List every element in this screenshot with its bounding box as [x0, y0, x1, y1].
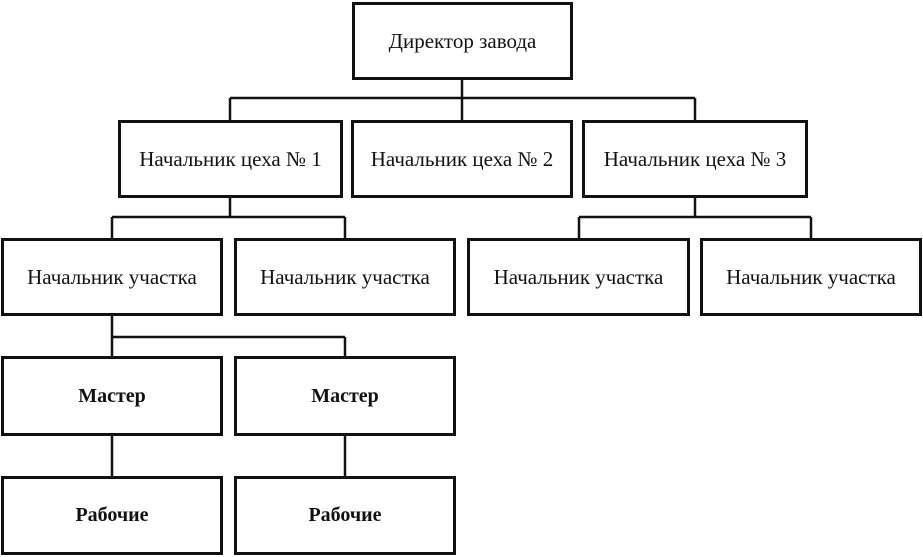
master-box-1: Мастер — [1, 356, 223, 436]
section-head-label-1: Начальник участка — [27, 264, 197, 289]
director-box: Директор завода — [352, 2, 573, 80]
section-head-label-2: Начальник участка — [260, 264, 430, 289]
section-head-label-4: Начальник участка — [726, 264, 896, 289]
master-label-2: Мастер — [311, 384, 379, 407]
section-head-box-2: Начальник участка — [234, 238, 456, 316]
shop-head-label-2: Начальник цеха № 2 — [370, 146, 554, 171]
workers-label-1: Рабочие — [75, 504, 149, 526]
director-label: Директор завода — [388, 28, 537, 53]
workers-box-2: Рабочие — [234, 476, 456, 555]
shop-head-label-3: Начальник цеха № 3 — [603, 146, 787, 171]
shop-head-box-3: Начальник цеха № 3 — [582, 120, 808, 198]
section-head-box-3: Начальник участка — [467, 238, 690, 316]
workers-label-2: Рабочие — [308, 504, 382, 526]
shop-head-box-2: Начальник цеха № 2 — [351, 120, 573, 198]
workers-box-1: Рабочие — [1, 476, 223, 555]
master-label-1: Мастер — [78, 384, 146, 407]
section-head-box-4: Начальник участка — [700, 238, 922, 316]
shop-head-label-1: Начальник цеха № 1 — [139, 146, 322, 171]
section-head-label-3: Начальник участка — [493, 264, 664, 289]
shop-head-box-1: Начальник цеха № 1 — [118, 120, 343, 198]
section-head-box-1: Начальник участка — [1, 238, 223, 316]
master-box-2: Мастер — [234, 356, 456, 436]
